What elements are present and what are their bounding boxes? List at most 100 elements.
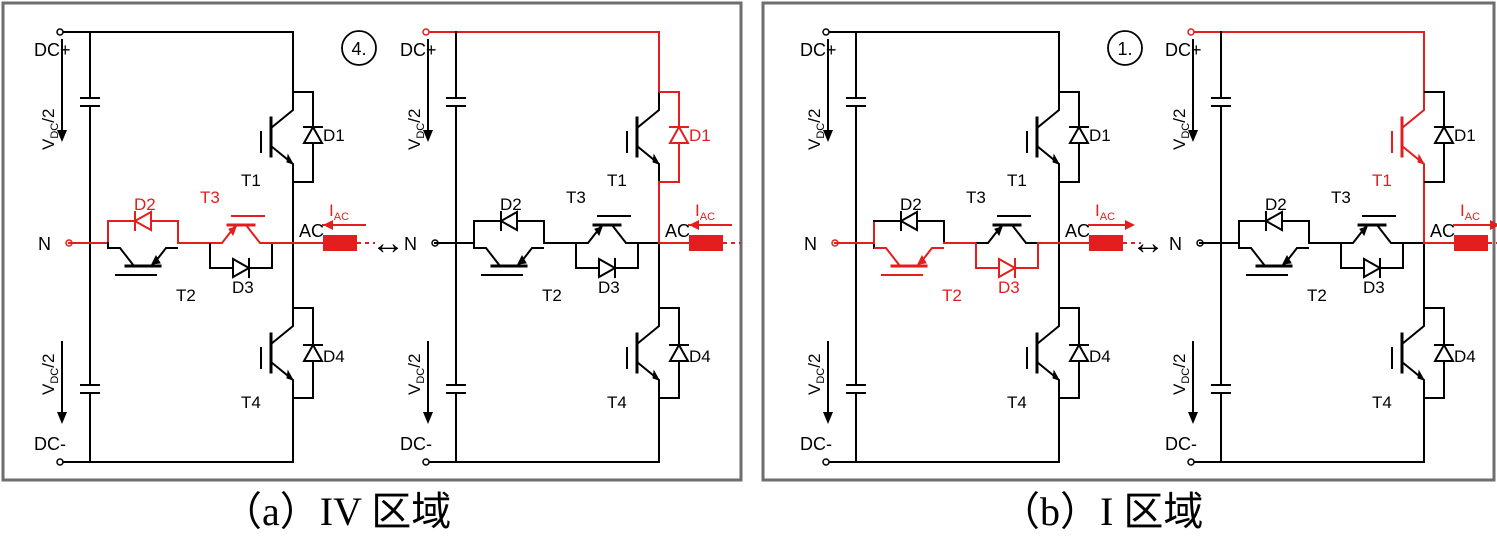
d1-label: D1 <box>1089 126 1111 145</box>
neutral-label: N <box>38 234 51 254</box>
d1-label: D1 <box>323 126 345 145</box>
vdc-top-label: VDC/2 <box>405 109 427 150</box>
d1-top <box>1424 91 1445 105</box>
wire <box>1036 361 1060 398</box>
t4-label: T4 <box>1007 393 1027 412</box>
vdc-arrow-head <box>423 412 433 424</box>
ac-load-block <box>1089 235 1123 251</box>
t3-igbt <box>210 215 272 244</box>
dc-minus-terminal <box>822 458 830 466</box>
d4-diode <box>1433 321 1455 385</box>
dc-minus-label: DC- <box>1165 434 1197 454</box>
wire <box>1036 308 1060 345</box>
d2-diode <box>473 210 545 232</box>
t4-label: T4 <box>607 393 627 412</box>
d2-label: D2 <box>900 195 922 214</box>
vdc-top-label: VDC/2 <box>39 109 61 150</box>
t3-label: T3 <box>966 188 986 207</box>
t2-igbt <box>108 247 178 276</box>
neutral-label: N <box>1169 234 1182 254</box>
ac-label: AC <box>665 221 690 241</box>
d1-top <box>1059 91 1080 105</box>
d1-top <box>659 91 680 105</box>
swap-arrow-icon: ↔ <box>371 224 405 262</box>
t1-igbt <box>1391 92 1426 182</box>
d3-diode <box>975 257 1039 279</box>
d4-diode <box>1068 321 1090 385</box>
d4-top <box>1059 307 1080 322</box>
wire <box>474 247 501 267</box>
t1-label: T1 <box>607 171 627 190</box>
dc-plus-label: DC+ <box>34 40 71 60</box>
d3-label: D3 <box>232 278 254 297</box>
t1-label: T1 <box>241 171 261 190</box>
vdc-arrow-head <box>1188 412 1198 424</box>
capacitor-top <box>80 97 100 107</box>
swap-arrow-icon: ↔ <box>1131 224 1165 262</box>
d4-bottom <box>1424 384 1445 399</box>
ac-label: AC <box>1065 221 1090 241</box>
capacitor-top <box>446 97 466 107</box>
t2-igbt <box>874 247 944 276</box>
vdc-bottom-label: VDC/2 <box>1170 354 1192 395</box>
capacitor-top <box>1211 97 1231 107</box>
dc-minus-label: DC- <box>800 434 832 454</box>
wire <box>1036 92 1060 129</box>
capacitor-bottom <box>846 384 866 394</box>
d4-top <box>293 307 314 322</box>
t4-igbt <box>626 308 661 398</box>
ac-label: AC <box>299 221 324 241</box>
t2-label: T2 <box>942 286 962 305</box>
dc-minus-terminal <box>422 458 430 466</box>
d2-diode <box>873 210 945 232</box>
dc-plus-label: DC+ <box>400 40 437 60</box>
wire <box>1036 145 1060 182</box>
panel-a-border <box>1 1 743 482</box>
d4-bottom <box>293 384 314 399</box>
d3-diode <box>209 257 273 279</box>
iac-label: IAC <box>695 201 715 223</box>
dc-minus-terminal <box>56 458 64 466</box>
d1-label: D1 <box>1454 126 1476 145</box>
iac-label: IAC <box>1095 201 1115 223</box>
d1-diode <box>302 104 324 166</box>
d1-diode <box>1068 104 1090 166</box>
t2-label: T2 <box>542 286 562 305</box>
state-badge <box>341 30 377 66</box>
wire <box>636 145 660 182</box>
wire <box>1011 224 1038 244</box>
circuits-layer: DC+DC-VDC/2VDC/2ND2T2T3D3D1T1D4T4ACIAC4.… <box>34 28 1497 466</box>
d2-diode <box>1238 210 1310 232</box>
d4-label: D4 <box>323 347 345 366</box>
d1-diode <box>1433 104 1455 166</box>
d3-diode <box>575 257 639 279</box>
d4-diode <box>668 321 690 385</box>
svg-text:VDC/2: VDC/2 <box>1170 109 1192 150</box>
iac-label: IAC <box>329 201 349 223</box>
vdc-top-label: VDC/2 <box>805 109 827 150</box>
t1-igbt <box>1026 92 1061 182</box>
d4-label: D4 <box>1089 347 1111 366</box>
vdc-arrow-head <box>823 412 833 424</box>
t3-igbt <box>1341 215 1403 244</box>
state-badge <box>1107 30 1143 66</box>
d2-label: D2 <box>134 195 156 214</box>
t1-label: T1 <box>1007 171 1027 190</box>
d2-diode <box>107 210 179 232</box>
vdc-arrow-head <box>57 130 67 142</box>
dc-minus-label: DC- <box>34 434 66 454</box>
vdc-bottom-label: VDC/2 <box>39 354 61 395</box>
t1-label: T1 <box>1372 171 1392 190</box>
svg-text:VDC/2: VDC/2 <box>39 109 61 150</box>
t1-igbt <box>260 92 295 182</box>
wire <box>636 92 660 129</box>
d3-label: D3 <box>1363 278 1385 297</box>
d1-bottom <box>1424 165 1445 183</box>
dc-plus-label: DC+ <box>1165 40 1202 60</box>
d4-bottom <box>659 384 680 399</box>
wire <box>611 224 638 244</box>
wire <box>874 247 901 267</box>
